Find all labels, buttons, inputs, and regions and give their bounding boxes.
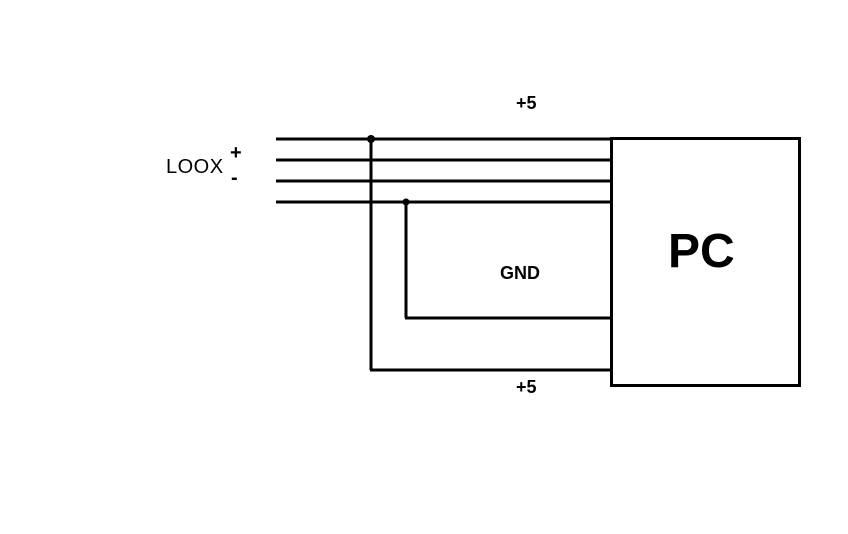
minus-sign: -	[231, 167, 238, 189]
loox-label: LOOX	[166, 156, 224, 178]
plus-sign: +	[230, 142, 242, 164]
top-voltage-label: +5	[516, 93, 537, 113]
bottom-voltage-label: +5	[516, 377, 537, 397]
plus5-junction-dot	[367, 135, 375, 143]
gnd-junction-dot	[402, 198, 410, 206]
pc-box	[610, 137, 801, 387]
pc-label: PC	[668, 225, 735, 278]
ground-label: GND	[500, 263, 540, 283]
